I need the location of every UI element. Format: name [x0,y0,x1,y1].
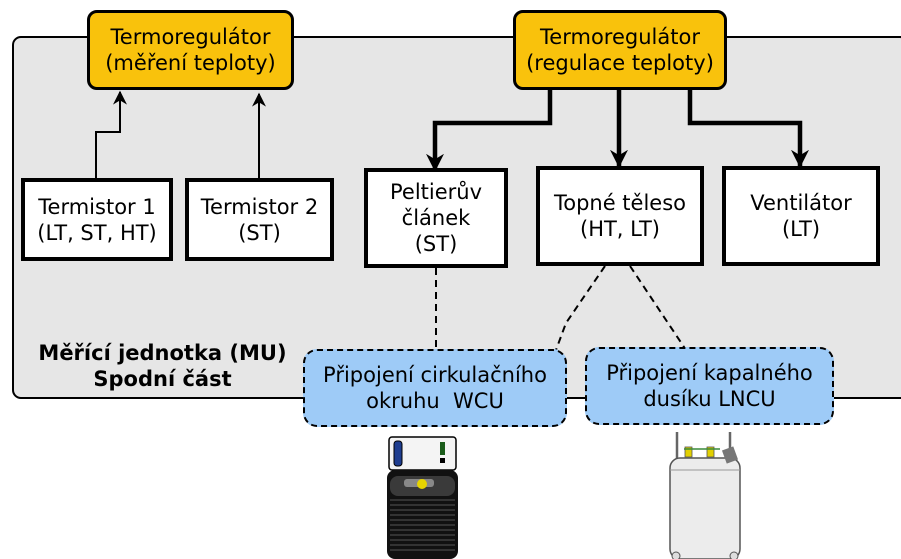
arrow-termistor1-to-measure [95,90,127,178]
link-heater-lncu [629,265,687,351]
measuring-unit-title: Měřící jednotka (MU) [38,341,287,365]
arrow-regulate-to-fan [687,90,809,168]
heater-range: (HT, LT) [580,217,660,241]
measuring-unit-label: Měřící jednotka (MU) Spodní část [25,340,300,392]
peltier-cell-label-2: článek [401,206,471,230]
water-circulation-unit-icon [387,436,458,559]
termistor-1-range: (LT, ST, HT) [37,220,157,245]
arrow-regulate-to-peltier [426,90,553,172]
liquid-nitrogen-unit-icon [669,432,741,559]
lncu-connection-box: Připojení kapalného dusíku LNCU [585,347,834,425]
thermoregulator-measurement-title: Termoregulátor [110,25,271,49]
termistor-1-label: Termistor 1 [38,194,156,219]
thermoregulator-measurement-box: Termoregulátor (měření teploty) [87,10,294,90]
lncu-connection-label-2: dusíku LNCU [643,387,776,411]
heater-label: Topné těleso [553,191,687,215]
termistor-2-label: Termistor 2 [200,194,319,219]
measuring-unit-subtitle: Spodní část [93,367,232,391]
thermoregulator-regulation-box: Termoregulátor (regulace teploty) [513,10,727,90]
fan-box: Ventilátor (LT) [722,166,880,266]
link-heater-wcu [555,265,606,351]
peltier-cell-box: Peltierův článek (ST) [364,168,508,268]
wcu-connection-label-2: okruhu WCU [366,389,504,413]
fan-range: (LT) [781,217,821,241]
fan-label: Ventilátor [750,191,852,215]
wcu-connection-box: Připojení cirkulačního okruhu WCU [303,349,567,427]
thermoregulator-regulation-title: Termoregulátor [540,25,700,49]
peltier-cell-range: (ST) [414,232,458,256]
termistor-2-range: (ST) [238,220,281,245]
termistor-1-box: Termistor 1 (LT, ST, HT) [21,178,173,261]
thermoregulator-measurement-subtitle: (měření teploty) [105,51,276,75]
peltier-cell-label-1: Peltierův [389,180,483,204]
termistor-2-box: Termistor 2 (ST) [185,178,334,261]
lncu-connection-label-1: Připojení kapalného [606,361,813,385]
wcu-connection-label-1: Připojení cirkulačního [323,363,547,387]
heater-box: Topné těleso (HT, LT) [536,166,704,266]
thermoregulator-regulation-subtitle: (regulace teploty) [526,51,714,75]
